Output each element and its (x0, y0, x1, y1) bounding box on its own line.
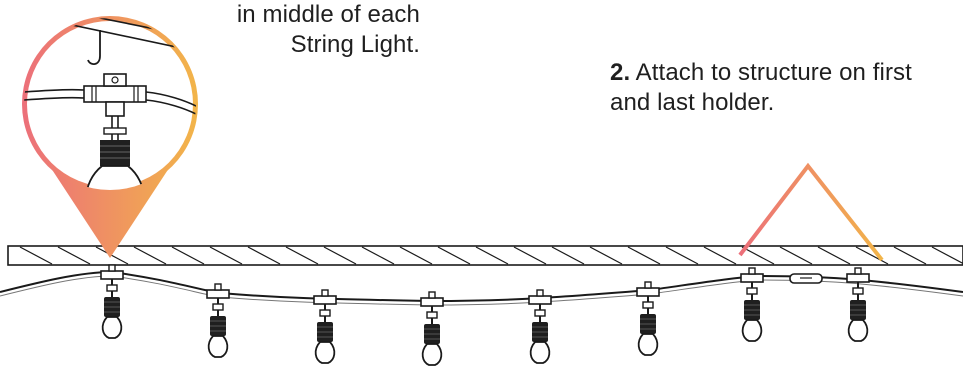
beam-hatch-line (209, 246, 243, 265)
bulb-socket-icon (100, 127, 130, 166)
step2-line1-text: Attach to structure on first (635, 59, 912, 86)
bulb-holder (420, 291, 444, 366)
beam-hatch-line (323, 246, 357, 265)
beam-hatch-line (551, 246, 585, 265)
ceiling-hook-icon (87, 30, 101, 65)
beam-hatch-line (513, 246, 547, 265)
beam-hatch-line (19, 246, 53, 265)
beam-hatch-line (589, 246, 623, 265)
bulb-holder (846, 267, 870, 342)
bulb-holder (206, 283, 230, 358)
step1-line2: String Light. (290, 31, 420, 58)
bulb-holder (528, 289, 552, 364)
t-connector-icon (83, 73, 147, 117)
beam-hatch-line (855, 246, 889, 265)
bulb-holder (740, 267, 764, 342)
beam-hatch-line (665, 246, 699, 265)
beam-hatch-line (247, 246, 281, 265)
beam-hatch-line (133, 246, 167, 265)
step-number: 2. (610, 59, 631, 86)
beam-hatch-line (627, 246, 661, 265)
beam (7, 245, 963, 266)
beam-hatch-line (931, 246, 963, 265)
step2-line2: and last holder. (610, 89, 775, 116)
beam-hatch-line (171, 246, 205, 265)
beam-hatch-line (437, 246, 471, 265)
step2-line1: 2. Attach to structure on first (610, 58, 912, 88)
bulb-holder (636, 281, 660, 356)
beam-hatch-line (779, 246, 813, 265)
beam-hatch-line (95, 246, 129, 265)
step1-caption: in middle of each String Light. (192, 0, 420, 60)
beam-hatch-line (399, 246, 433, 265)
step1-line1: in middle of each (236, 1, 420, 28)
beam-hatch-line (475, 246, 509, 265)
beam-hatch-line (817, 246, 851, 265)
bulb-holder (313, 289, 337, 364)
beam-hatch-line (741, 246, 775, 265)
beam-hatch-line (57, 246, 91, 265)
beam-hatch-line (285, 246, 319, 265)
magnifier-callout (22, 16, 198, 258)
bulb-holder (100, 264, 124, 339)
step2-caption: 2. Attach to structure on first and last… (610, 58, 912, 118)
bulb-icon (85, 165, 145, 190)
beam-hatch-line (361, 246, 395, 265)
beam-hatch-line (893, 246, 927, 265)
inline-fuse-icon (789, 273, 823, 284)
beam-hatch-line (703, 246, 737, 265)
attach-lines (738, 162, 884, 262)
